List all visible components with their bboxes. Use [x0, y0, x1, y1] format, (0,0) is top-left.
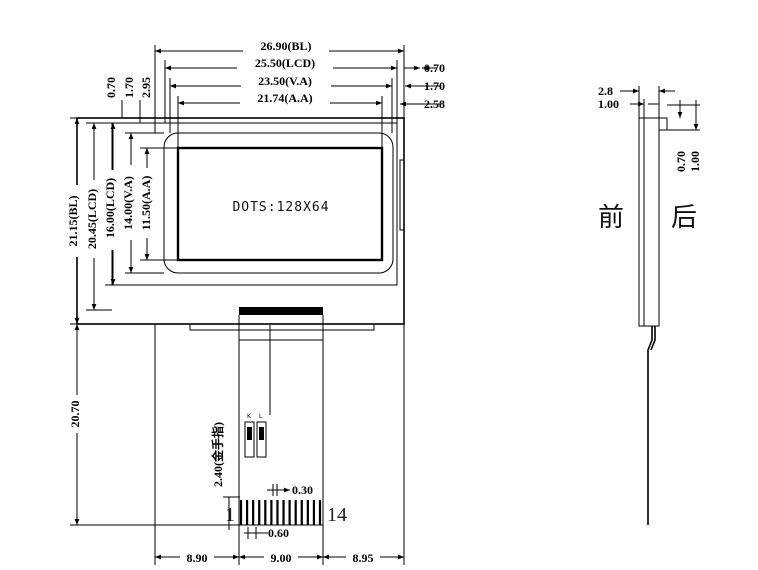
svg-text:0.70: 0.70 — [674, 151, 688, 172]
pin-last-label: 14 — [327, 504, 347, 526]
gold-finger-pins — [239, 500, 322, 525]
svg-text:1.00: 1.00 — [598, 97, 619, 111]
svg-text:16.00(LCD): 16.00(LCD) — [103, 178, 117, 238]
back-side-label: 后 — [671, 203, 697, 233]
svg-text:23.50(V.A): 23.50(V.A) — [258, 74, 312, 88]
svg-text:2.40(金手指): 2.40(金手指) — [210, 422, 225, 487]
svg-text:2.95: 2.95 — [139, 77, 153, 98]
svg-text:20.45(LCD): 20.45(LCD) — [85, 189, 99, 249]
right-offset-dimensions: 0.70 1.70 2.58 — [400, 61, 445, 111]
svg-text:1.70: 1.70 — [122, 77, 136, 98]
svg-text:14.00(V.A): 14.00(V.A) — [121, 176, 135, 230]
svg-text:25.50(LCD): 25.50(LCD) — [255, 56, 315, 70]
svg-text:K: K — [247, 413, 252, 420]
side-view-dimensions: 2.8 1.00 0.70 1.00 — [598, 84, 702, 172]
top-offset-dimensions: 0.70 1.70 2.95 — [104, 77, 156, 133]
bottom-dimensions: 8.90 9.00 8.95 — [154, 324, 405, 565]
svg-text:1.70: 1.70 — [424, 79, 445, 93]
svg-text:0.70: 0.70 — [104, 77, 118, 98]
active-area — [176, 146, 384, 262]
width-aa-dimension: 21.74(A.A) — [177, 91, 383, 148]
svg-text:0.60: 0.60 — [268, 526, 289, 540]
svg-text:8.95: 8.95 — [353, 551, 374, 565]
side-view — [638, 117, 668, 525]
height-bl-dimension: 21.15(BL) — [65, 117, 112, 325]
svg-text:0.30: 0.30 — [292, 483, 313, 497]
svg-text:26.90(BL): 26.90(BL) — [261, 39, 312, 53]
viewing-area — [163, 132, 394, 274]
panel-label: DOTS:128X64 — [232, 200, 329, 215]
height-16-dimension: 16.00(LCD) — [103, 122, 165, 286]
pin-pitch-dimensions: 0.30 0.60 — [244, 483, 313, 540]
svg-text:21.15(BL): 21.15(BL) — [66, 195, 80, 246]
width-lcd-dimension: 25.50(LCD) — [164, 56, 398, 123]
svg-text:9.00: 9.00 — [271, 551, 292, 565]
svg-text:2.8: 2.8 — [598, 84, 613, 98]
width-va-dimension: 23.50(V.A) — [169, 74, 393, 133]
svg-text:11.50(A.A): 11.50(A.A) — [139, 176, 153, 231]
svg-text:20.70: 20.70 — [68, 401, 82, 428]
svg-text:L: L — [259, 413, 263, 420]
svg-text:1.00: 1.00 — [688, 151, 702, 172]
pin-first-label: 1 — [225, 504, 235, 526]
height-va-dimension: 14.00(V.A) — [121, 132, 164, 274]
svg-text:2.58: 2.58 — [424, 97, 445, 111]
svg-text:8.90: 8.90 — [187, 551, 208, 565]
svg-text:0.70: 0.70 — [424, 61, 445, 75]
fpc-tail: K L — [238, 325, 324, 526]
height-aa-dimension: 11.50(A.A) — [139, 147, 178, 261]
front-side-label: 前 — [598, 203, 624, 233]
svg-text:21.74(A.A): 21.74(A.A) — [257, 91, 312, 105]
fpc-connector — [238, 307, 324, 341]
